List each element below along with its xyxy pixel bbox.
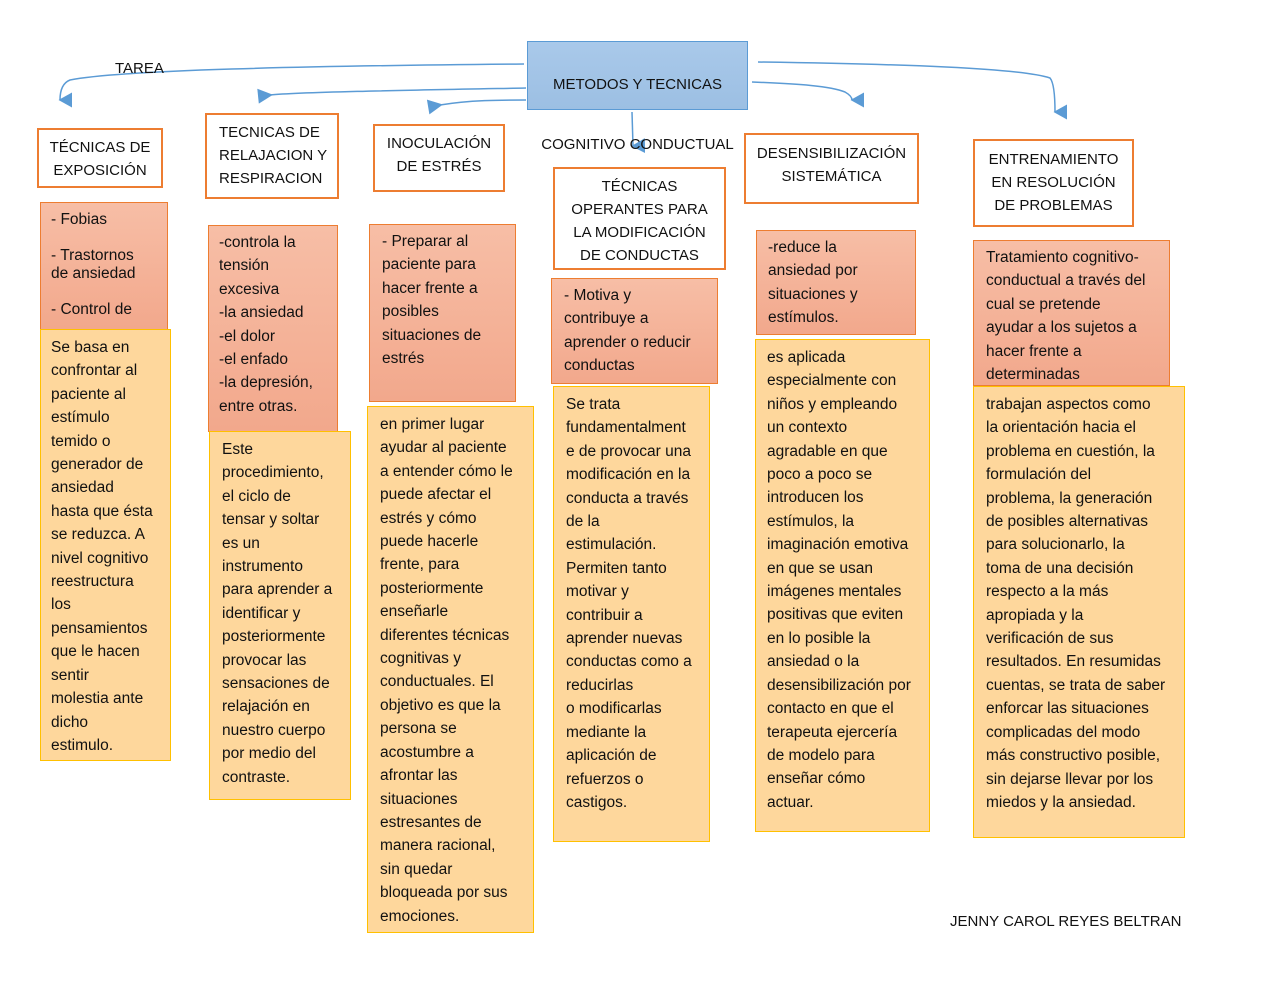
detail-relajacion: Este procedimiento, el ciclo de tensar y… [209, 431, 351, 800]
detail-inoculacion: en primer lugar ayudar al paciente a ent… [367, 406, 534, 933]
summary-entrenamiento: Tratamiento cognitivo- conductual a trav… [973, 240, 1170, 386]
root-node: METODOS Y TECNICAS COGNITIVO CONDUCTUAL [527, 41, 748, 153]
arrow-entrenamiento [757, 61, 1068, 120]
title-relajacion: TECNICAS DE RELAJACION Y RESPIRACION [205, 113, 339, 199]
root-title-line2: COGNITIVO CONDUCTUAL [541, 136, 734, 154]
title-exposicion: TÉCNICAS DE EXPOSICIÓN [37, 128, 163, 188]
title-inoculacion: INOCULACIÓN DE ESTRÉS [373, 124, 505, 192]
arrow-desensibilizacion [751, 81, 865, 108]
arrow-inoculacion [426, 99, 527, 115]
summary-desensibilizacion: -reduce la ansiedad por situaciones y es… [756, 230, 916, 335]
title-operantes: TÉCNICAS OPERANTES PARA LA MODIFICACIÓN … [553, 167, 726, 270]
detail-entrenamiento: trabajan aspectos como la orientación ha… [973, 386, 1185, 838]
detail-operantes: Se trata fundamentalment e de provocar u… [553, 386, 710, 842]
tarea-label: TAREA [115, 60, 164, 77]
summary-exposicion: - Fobias - Trastornos de ansiedad - Cont… [40, 202, 168, 330]
title-desensibilizacion: DESENSIBILIZACIÓN SISTEMÁTICA [744, 133, 919, 204]
title-entrenamiento: ENTRENAMIENTO EN RESOLUCIÓN DE PROBLEMAS [973, 139, 1134, 227]
author-name: JENNY CAROL REYES BELTRAN [950, 913, 1182, 930]
summary-relajacion: -controla la tensión excesiva -la ansied… [208, 225, 338, 432]
root-title-line1: METODOS Y TECNICAS [553, 76, 722, 94]
detail-desensibilizacion: es aplicada especialmente con niños y em… [755, 339, 930, 832]
arrow-relajacion [257, 87, 527, 104]
summary-inoculacion: - Preparar al paciente para hacer frente… [369, 224, 516, 402]
arrow-exposicion [58, 63, 525, 108]
summary-operantes: - Motiva y contribuye a aprender o reduc… [551, 278, 718, 384]
detail-exposicion: Se basa en confrontar al paciente al est… [40, 329, 171, 761]
arrow-operantes [631, 111, 646, 154]
